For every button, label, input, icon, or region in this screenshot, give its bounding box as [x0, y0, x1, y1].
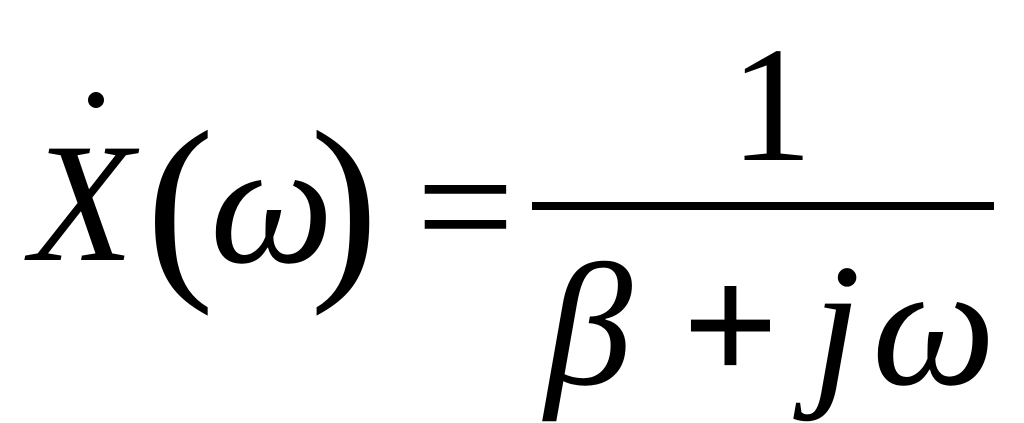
open-parenthesis: (	[146, 90, 215, 317]
fraction-numerator: 1	[730, 13, 813, 196]
variable-x: X	[30, 109, 134, 297]
denominator-omega: ω	[872, 228, 996, 422]
imaginary-unit-j: j	[812, 228, 861, 422]
equals-sign: =	[416, 109, 515, 303]
close-parenthesis: )	[310, 90, 379, 317]
denominator-beta: β	[545, 228, 633, 422]
dot-accent-icon	[88, 92, 104, 108]
fraction-bar	[532, 202, 994, 210]
argument-omega: ω	[210, 106, 334, 300]
plus-operator: +	[682, 231, 779, 419]
